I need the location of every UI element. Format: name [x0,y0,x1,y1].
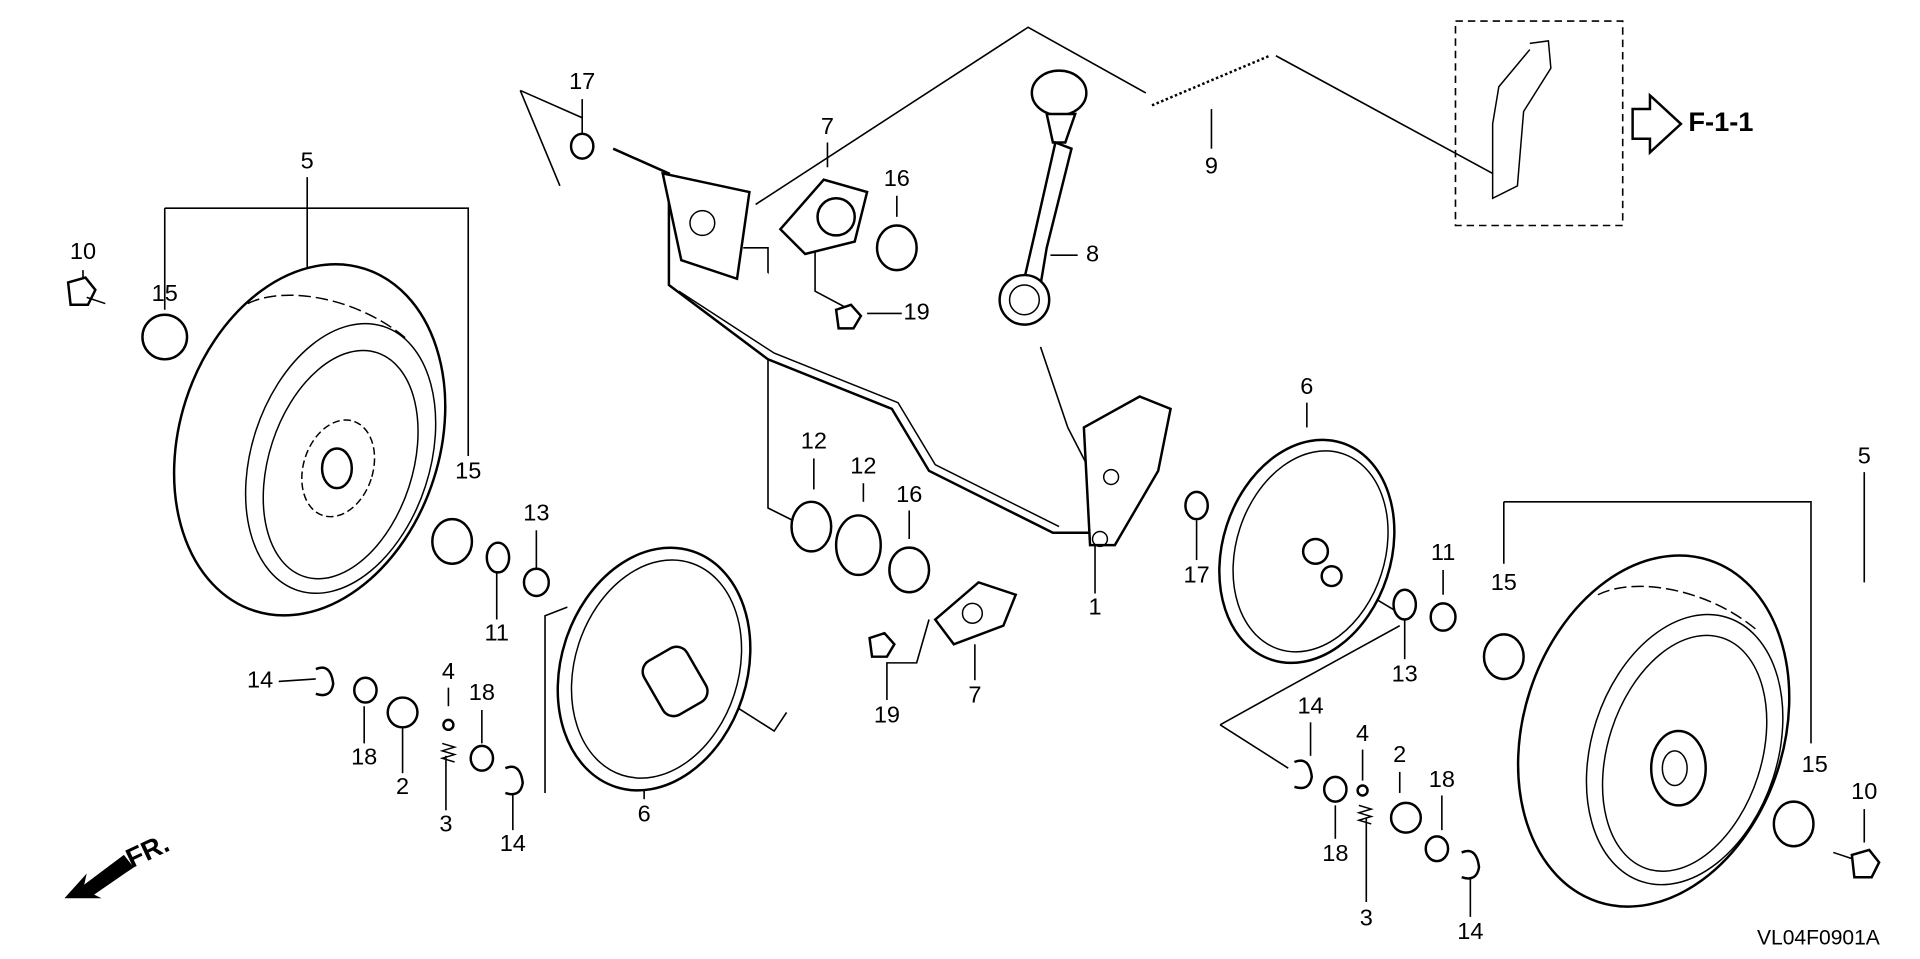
bearing-flange-top [778,178,869,256]
callout-11[interactable]: 11 [485,620,509,646]
callout-6[interactable]: 6 [638,800,651,826]
callout-15[interactable]: 15 [455,457,481,483]
parts [64,20,1881,908]
callout-7[interactable]: 7 [821,113,834,139]
wheel-left [172,263,447,617]
callout-18[interactable]: 18 [1429,766,1455,792]
callout-8[interactable]: 8 [1086,240,1099,266]
wheel-cover-right [1218,438,1396,665]
callout-19[interactable]: 19 [874,701,900,727]
figure-code: VL04F0901A [1757,927,1880,950]
callout-5[interactable]: 5 [1858,442,1871,468]
callout-3[interactable]: 3 [1360,905,1373,931]
callout-6[interactable]: 6 [1300,373,1313,399]
callout-15[interactable]: 15 [152,280,178,306]
callout-1[interactable]: 1 [1088,594,1101,620]
wheel-right [1516,554,1791,908]
callout-9[interactable]: 9 [1205,152,1218,178]
reference-link-f-1-1[interactable]: F-1-1 [1688,106,1753,137]
front-arrow-icon [64,854,134,899]
arrow-right-icon[interactable] [1631,92,1683,156]
reference-box [1454,20,1624,227]
callout-13[interactable]: 13 [1392,660,1418,686]
callout-16[interactable]: 16 [896,481,922,507]
bracket-part [1491,40,1552,200]
callout-14[interactable]: 14 [1457,918,1483,944]
small-parts [66,132,1881,880]
callout-2[interactable]: 2 [1393,741,1406,767]
callout-14[interactable]: 14 [1297,693,1323,719]
axle-rod [612,147,1172,548]
callout-5[interactable]: 5 [301,148,314,174]
callout-19[interactable]: 19 [904,299,930,325]
wheel-cover-left [556,546,752,792]
spring [1151,54,1271,107]
callout-14[interactable]: 14 [247,667,273,693]
callout-17[interactable]: 17 [1184,561,1210,587]
callout-16[interactable]: 16 [884,165,910,191]
leader-lines [82,26,1866,917]
callout-4[interactable]: 4 [1356,720,1369,746]
callout-13[interactable]: 13 [523,499,549,525]
callout-4[interactable]: 4 [442,658,455,684]
callout-18[interactable]: 18 [1322,840,1348,866]
bearing-flange-bottom [933,580,1018,646]
callout-3[interactable]: 3 [439,810,452,836]
callout-14[interactable]: 14 [500,830,526,856]
callout-18[interactable]: 18 [469,679,495,705]
callout-12[interactable]: 12 [801,428,827,454]
callout-18[interactable]: 18 [351,743,377,769]
callout-2[interactable]: 2 [396,773,409,799]
shift-lever [998,69,1088,326]
callout-15[interactable]: 15 [1491,569,1517,595]
callout-11[interactable]: 11 [1431,539,1455,565]
callout-15[interactable]: 15 [1802,751,1828,777]
callout-7[interactable]: 7 [968,682,981,708]
callout-12[interactable]: 12 [850,452,876,478]
callout-10[interactable]: 10 [70,238,96,264]
callout-17[interactable]: 17 [569,68,595,94]
callout-10[interactable]: 10 [1851,778,1877,804]
